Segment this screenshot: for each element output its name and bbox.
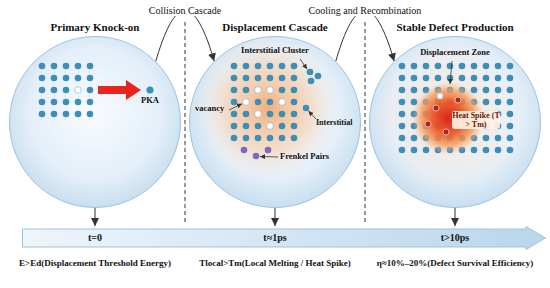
leader-line [309, 111, 317, 119]
stage-title: Displacement Cascade [189, 21, 361, 34]
leader-line [229, 104, 242, 110]
stage-divider [185, 22, 186, 222]
edge-label: Cooling and Recombination [306, 5, 425, 17]
frenkel-atom [265, 147, 272, 154]
edge-label: Collision Cascade [146, 5, 225, 17]
vacancy-sites [243, 87, 286, 130]
interstitial-atom [303, 105, 310, 112]
stage-title: Stable Defect Production [369, 21, 541, 34]
stage-circle: Primary Knock-on [9, 21, 181, 208]
vacancy-site [267, 123, 274, 130]
callout-label: Interstitial Cluster [230, 46, 320, 56]
interstitial-atom [308, 78, 315, 85]
lattice-atoms [396, 60, 516, 156]
lattice-atoms [228, 60, 300, 144]
interstitial-cluster [307, 69, 322, 85]
frenkel-pairs [241, 147, 272, 160]
vacancy-site [437, 93, 443, 99]
lattice-atoms [36, 60, 96, 120]
stage-divider [365, 22, 366, 222]
displaced-atom [455, 97, 461, 103]
pka-arrow [98, 80, 141, 100]
vacancy-site [279, 99, 286, 106]
time-label: t=0 [88, 232, 102, 244]
callout-label: Frenkel Pairs [280, 152, 340, 162]
callout-label: vacancy [195, 104, 231, 114]
callout-label: Interstitial [316, 118, 360, 127]
vacancy-site [75, 87, 82, 94]
flow-arrow [156, 11, 214, 62]
callout-label: Heat Spike (T > Tm) [452, 111, 500, 129]
vacancy-site [255, 111, 262, 118]
stage-note: η≈10%–20%(Defect Survival Efficiency) [365, 258, 545, 268]
frenkel-atom [253, 153, 260, 160]
timeline-arrow: t=0 t≈1ps t>10ps [22, 226, 546, 250]
time-label: t>10ps [441, 232, 469, 244]
circle-outline [9, 21, 181, 208]
displaced-atom [433, 105, 439, 111]
pka-atom [146, 86, 153, 93]
vacancy-site [243, 99, 250, 106]
flow-arrow [275, 208, 276, 226]
leader-line [260, 156, 278, 158]
circle-outline [190, 37, 361, 208]
interstitial-atom [315, 73, 322, 80]
timeline-shape [23, 227, 546, 250]
frenkel-atom [241, 147, 248, 154]
leader-lines [229, 59, 316, 157]
displaced-atom [443, 129, 449, 135]
vacancy-site [267, 87, 274, 94]
callout-label: Displacement Zone [410, 48, 500, 58]
circle-ground [10, 37, 181, 208]
leader-line [450, 61, 452, 84]
flow-arrow [455, 208, 456, 226]
atom-label: PKA [138, 96, 162, 106]
circle-outline [370, 37, 541, 208]
flow-arrow [95, 208, 96, 226]
flow-arrow [336, 11, 394, 62]
stage-note: E>Ed(Displacement Threshold Energy) [5, 258, 185, 268]
circle-ground [190, 37, 361, 208]
stage-note: Tlocal>Tm(Local Melting / Heat Spike) [185, 258, 365, 268]
time-label: t≈1ps [263, 232, 286, 244]
vacancy-site [255, 87, 262, 94]
interstitial-atom [307, 69, 314, 76]
circle-outline [10, 37, 181, 208]
heat-glow [196, 36, 340, 180]
displaced-atom [425, 121, 431, 127]
stage-title: Primary Knock-on [9, 21, 181, 34]
leader-line [300, 59, 307, 69]
